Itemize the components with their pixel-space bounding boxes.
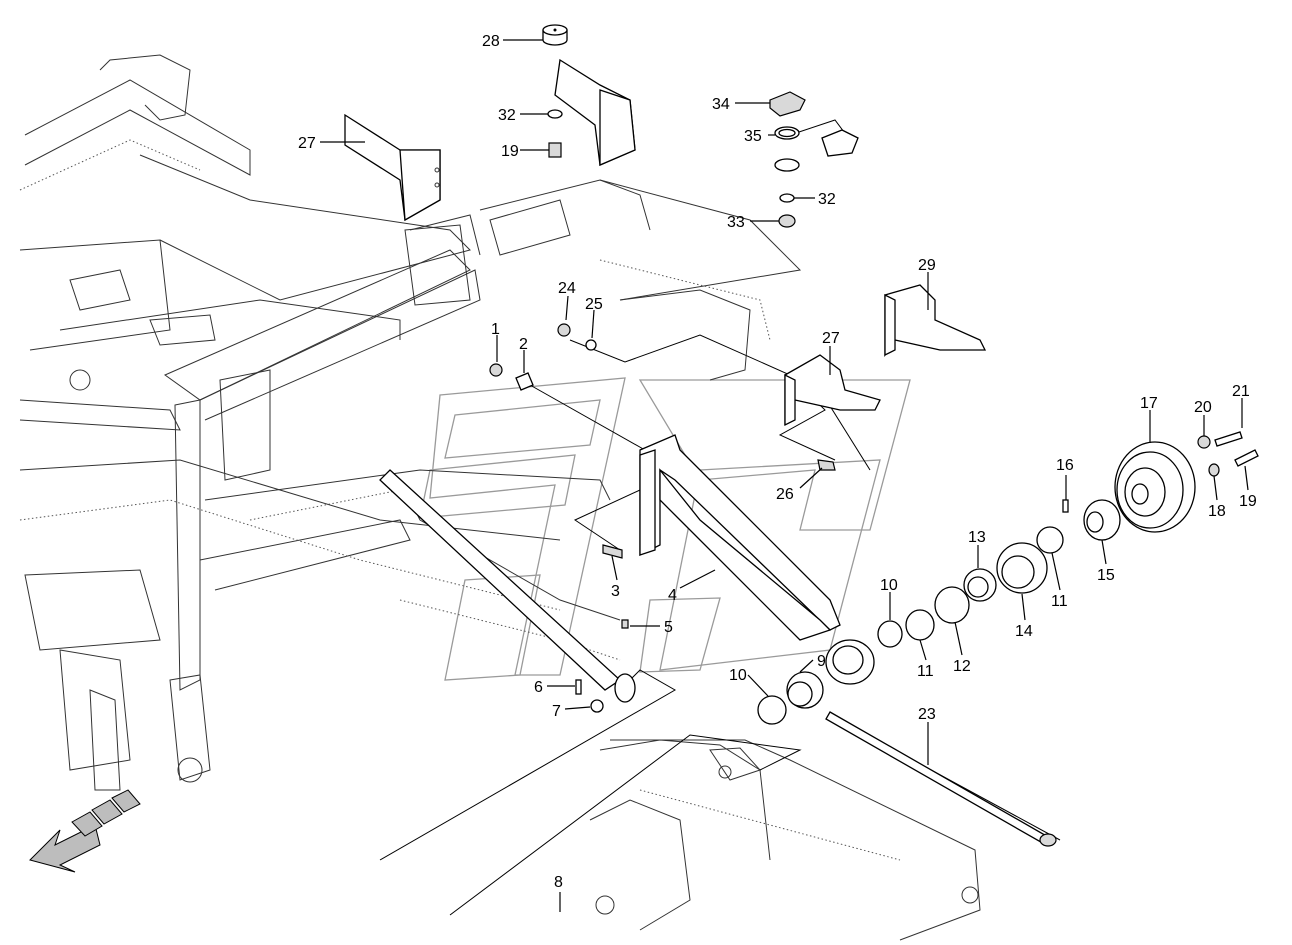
callout-11-right: 11 [1051, 593, 1068, 610]
bolt-3 [602, 544, 623, 559]
bracket-27-lower [784, 354, 881, 427]
washer-18 [1208, 463, 1220, 477]
callout-15: 15 [1097, 567, 1115, 584]
callout-19-right: 19 [1239, 493, 1257, 510]
callout-10-lower: 10 [729, 667, 747, 684]
circlip-11-right [1036, 526, 1064, 554]
bracket-29 [884, 284, 987, 358]
machine-frame [19, 54, 981, 941]
ring-35 [774, 126, 800, 140]
callout-24: 24 [558, 280, 576, 297]
callout-3: 3 [611, 583, 620, 600]
nut-24 [557, 323, 571, 337]
callout-25: 25 [585, 296, 603, 313]
callout-19-upper: 19 [501, 143, 519, 160]
callout-27-lower: 27 [822, 330, 840, 347]
bolt-19-right [1234, 449, 1259, 467]
callout-6: 6 [534, 679, 543, 696]
bearing-13 [963, 568, 997, 602]
callout-20: 20 [1194, 399, 1212, 416]
key-16 [1062, 499, 1069, 513]
o-ring-7 [590, 699, 604, 713]
washer-32-upper [547, 109, 563, 119]
callout-13: 13 [968, 529, 986, 546]
ring-10-lower [757, 695, 787, 725]
callout-32-upper: 32 [498, 107, 516, 124]
roller-8-shaft [379, 469, 636, 703]
callout-labels: 1 2 3 4 5 6 7 8 9 10 10 11 11 12 13 14 1… [298, 33, 1257, 891]
washer-20 [1197, 435, 1211, 449]
callout-1: 1 [491, 321, 500, 338]
bushing-upper-right [774, 158, 800, 172]
callout-16: 16 [1056, 457, 1074, 474]
callout-11-left: 11 [917, 663, 934, 680]
callout-34: 34 [712, 96, 730, 113]
callout-10-upper: 10 [880, 577, 898, 594]
callout-33: 33 [727, 214, 745, 231]
rubber-block-34 [769, 91, 806, 117]
callout-12: 12 [953, 658, 971, 675]
bolt-21 [1214, 431, 1243, 447]
lube-fitting-5 [621, 619, 629, 629]
nut-1 [489, 363, 503, 377]
rod-23 [825, 711, 1057, 847]
callout-leaders [320, 39, 1249, 912]
hub-15 [1083, 499, 1121, 541]
circlip-11 [905, 609, 935, 641]
rubber-block-small [821, 129, 859, 157]
callout-9: 9 [817, 653, 826, 670]
nut-33 [778, 214, 796, 228]
swing-arm-4 [639, 434, 841, 641]
bearing-housing-9 [825, 639, 875, 685]
callout-35: 35 [744, 128, 762, 145]
bolt-19-upper [548, 142, 562, 158]
callout-26: 26 [776, 486, 794, 503]
travel-direction-arrow-icon [29, 789, 141, 873]
callout-27-upper: 27 [298, 135, 316, 152]
bolt-26 [817, 459, 836, 471]
callout-14: 14 [1015, 623, 1033, 640]
callout-21: 21 [1232, 383, 1250, 400]
callout-18: 18 [1208, 503, 1226, 520]
callout-5: 5 [664, 619, 673, 636]
ring-12 [934, 586, 970, 624]
bushing-2 [515, 372, 534, 391]
bearing-cover-14 [996, 542, 1048, 594]
pin-6 [575, 679, 582, 695]
callout-32-right: 32 [818, 191, 836, 208]
ring-10-upper [877, 620, 903, 648]
callout-28: 28 [482, 33, 500, 50]
callout-2: 2 [519, 336, 528, 353]
callout-4: 4 [668, 587, 677, 604]
washer-25 [585, 339, 597, 351]
callout-17: 17 [1140, 395, 1158, 412]
callout-23: 23 [918, 706, 936, 723]
callout-7: 7 [552, 703, 561, 720]
washer-32-right [779, 193, 795, 203]
rubber-buffer-28 [542, 24, 568, 46]
pulley-17 [1114, 441, 1196, 533]
callout-8: 8 [554, 874, 563, 891]
bracket-upper-middle [554, 58, 636, 166]
bracket-upper-left [344, 113, 441, 222]
callout-29: 29 [918, 257, 936, 274]
bushing-9 [786, 671, 824, 709]
